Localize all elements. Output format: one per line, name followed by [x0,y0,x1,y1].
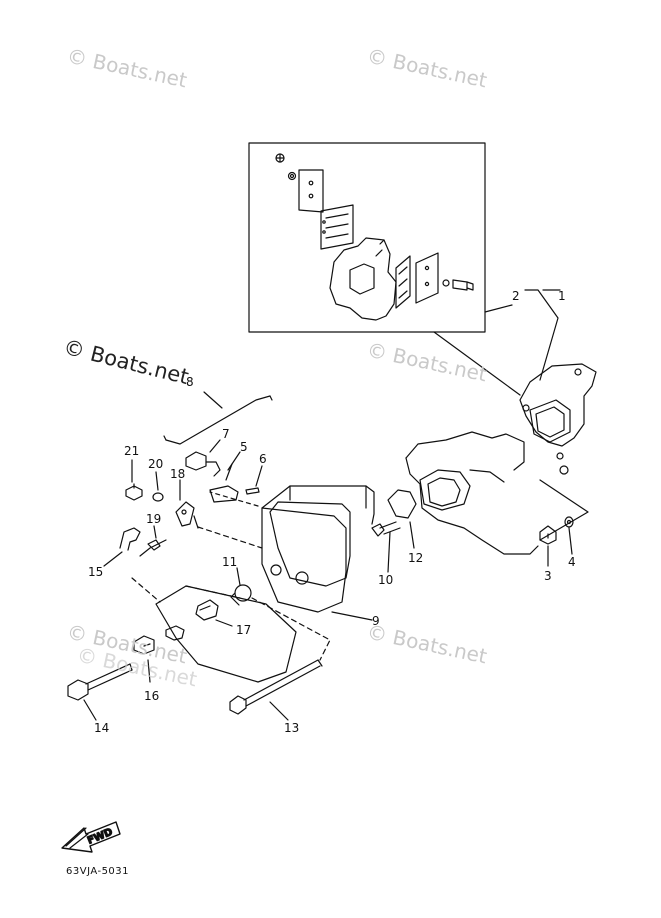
bolt-21 [126,460,142,500]
leader-1-2 [525,290,558,380]
fwd-label: FWD [86,827,114,847]
dashed-guide [198,527,262,548]
callout-2: 2 [512,289,520,303]
callout-12: 12 [408,551,423,565]
callout-15: 15 [88,565,103,579]
callout-10: 10 [378,573,393,587]
joint-5 [210,452,240,502]
gasket-12 [388,490,416,548]
inset-leader [434,332,520,395]
callout-6: 6 [259,452,267,466]
callout-4: 4 [568,555,576,569]
callout-11: 11 [222,555,237,569]
bolt-3 [540,526,556,566]
callout-16: 16 [144,689,159,703]
callout-1: 1 [558,289,566,303]
dashed-guide [252,598,330,660]
callout-20: 20 [148,457,163,471]
bracket-18 [176,480,198,528]
long-bolt-14 [68,664,132,720]
grommet-16 [134,636,154,682]
callout-7: 7 [222,427,230,441]
hose-15 [104,528,166,566]
plug-11 [231,568,251,605]
lever-7 [186,440,220,476]
callout-5: 5 [240,440,248,454]
callout-9: 9 [372,614,380,628]
callout-13: 13 [284,721,299,735]
callout-numbers: 1 2 3 4 5 6 7 8 9 10 11 12 13 14 15 16 1… [88,289,576,735]
inset-frame [249,143,485,332]
grommet-17 [196,600,232,626]
callout-14: 14 [94,721,109,735]
callout-21: 21 [124,444,139,458]
callout-19: 19 [146,512,161,526]
washer-4 [565,517,573,554]
diagram-code: 63VJA-5031 [66,866,130,877]
clip-19 [148,526,160,550]
callout-3: 3 [544,569,552,583]
fwd-arrow-icon: FWD [62,822,120,852]
callout-17: 17 [236,623,251,637]
long-bolt-13 [230,660,322,720]
washer-20 [153,472,163,501]
pin-6 [246,466,262,494]
cover-plate [132,578,296,682]
reed-valve-housing [520,364,596,474]
intake-silencer-9 [262,486,374,620]
callout-8: 8 [186,375,194,389]
callout-18: 18 [170,467,185,481]
bolt-10 [372,522,400,572]
inset-reed-valve-detail [249,143,520,395]
link-rod-8 [164,392,272,444]
crankcase-block [406,432,588,554]
